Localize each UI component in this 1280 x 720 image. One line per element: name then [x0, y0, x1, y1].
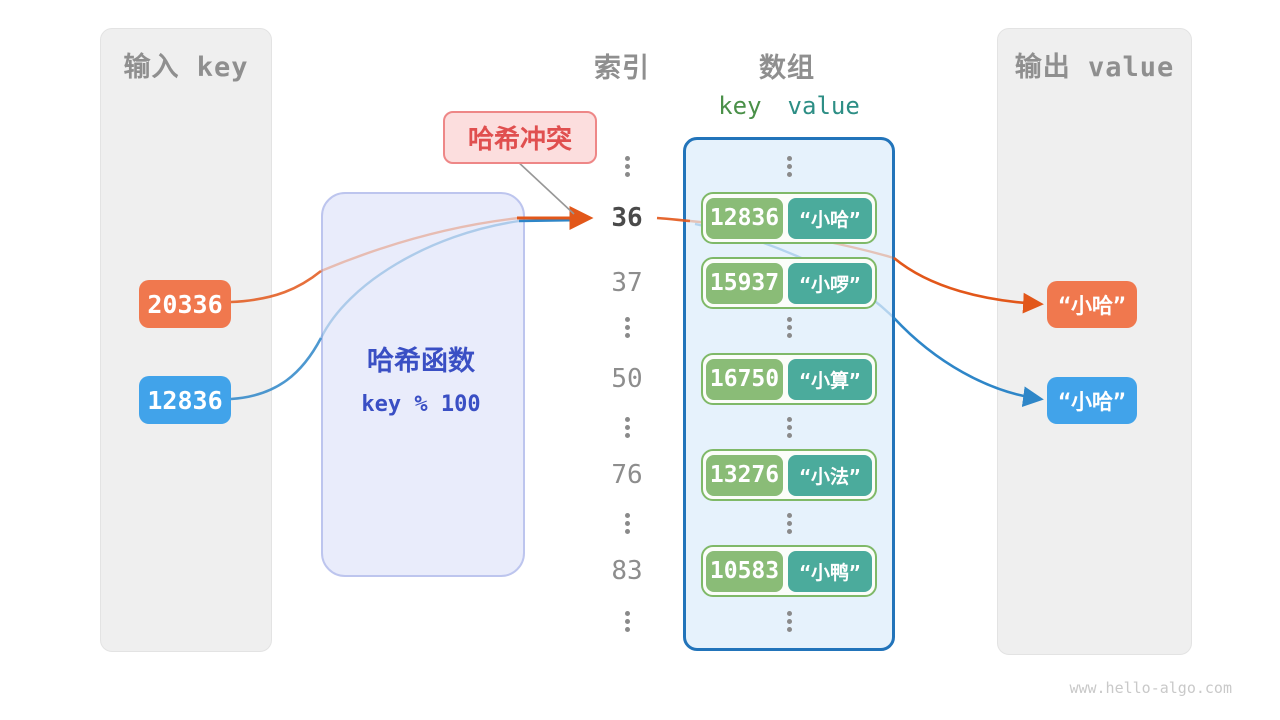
input-panel: 输入 key: [100, 28, 272, 652]
index-36: 36: [577, 202, 677, 234]
index-label: 50: [611, 364, 643, 394]
ellipsis-dots: [624, 316, 630, 338]
ellipsis-dots: [624, 416, 630, 438]
index-50: 50: [577, 363, 677, 395]
input-panel-title: 输入 key: [123, 52, 249, 83]
index-cells: 36 37 50 76 83: [577, 0, 677, 720]
index-ellipsis: [577, 150, 677, 182]
merged-blue-line: [518, 218, 587, 223]
index-column-title: 索引: [594, 53, 650, 84]
ellipsis-dots: [624, 610, 630, 632]
index-label: 76: [611, 460, 643, 490]
key-header-label: key: [718, 92, 762, 120]
ellipsis-dots: [624, 512, 630, 534]
index-ellipsis: [577, 411, 677, 443]
hash-collision-label: 哈希冲突: [443, 111, 597, 164]
output-value-blue: “小哈”: [1047, 377, 1137, 424]
index-label: 36: [611, 203, 643, 233]
value-header-label: value: [787, 92, 860, 120]
output-value-orange: “小哈”: [1047, 281, 1137, 328]
index-83: 83: [577, 555, 677, 587]
array-kv-header: key value: [683, 92, 895, 120]
output-panel: 输出 value: [997, 28, 1192, 655]
index-label: 37: [611, 268, 643, 298]
hash-function-box: [321, 192, 525, 577]
hash-function-formula: key % 100: [361, 392, 481, 417]
array-title: 数组: [759, 53, 815, 84]
array-container: [683, 137, 895, 651]
input-key-20336: 20336: [139, 280, 231, 328]
index-ellipsis: [577, 605, 677, 637]
index-37: 37: [577, 267, 677, 299]
index-ellipsis: [577, 507, 677, 539]
collision-pointer-line: [515, 159, 575, 215]
index-ellipsis: [577, 311, 677, 343]
input-key-12836: 12836: [139, 376, 231, 424]
hash-function-title: 哈希函数: [367, 346, 475, 377]
index-76: 76: [577, 459, 677, 491]
index-label: 83: [611, 556, 643, 586]
output-panel-title: 输出 value: [1014, 52, 1175, 83]
watermark: www.hello-algo.com: [1069, 679, 1232, 697]
ellipsis-dots: [624, 155, 630, 177]
